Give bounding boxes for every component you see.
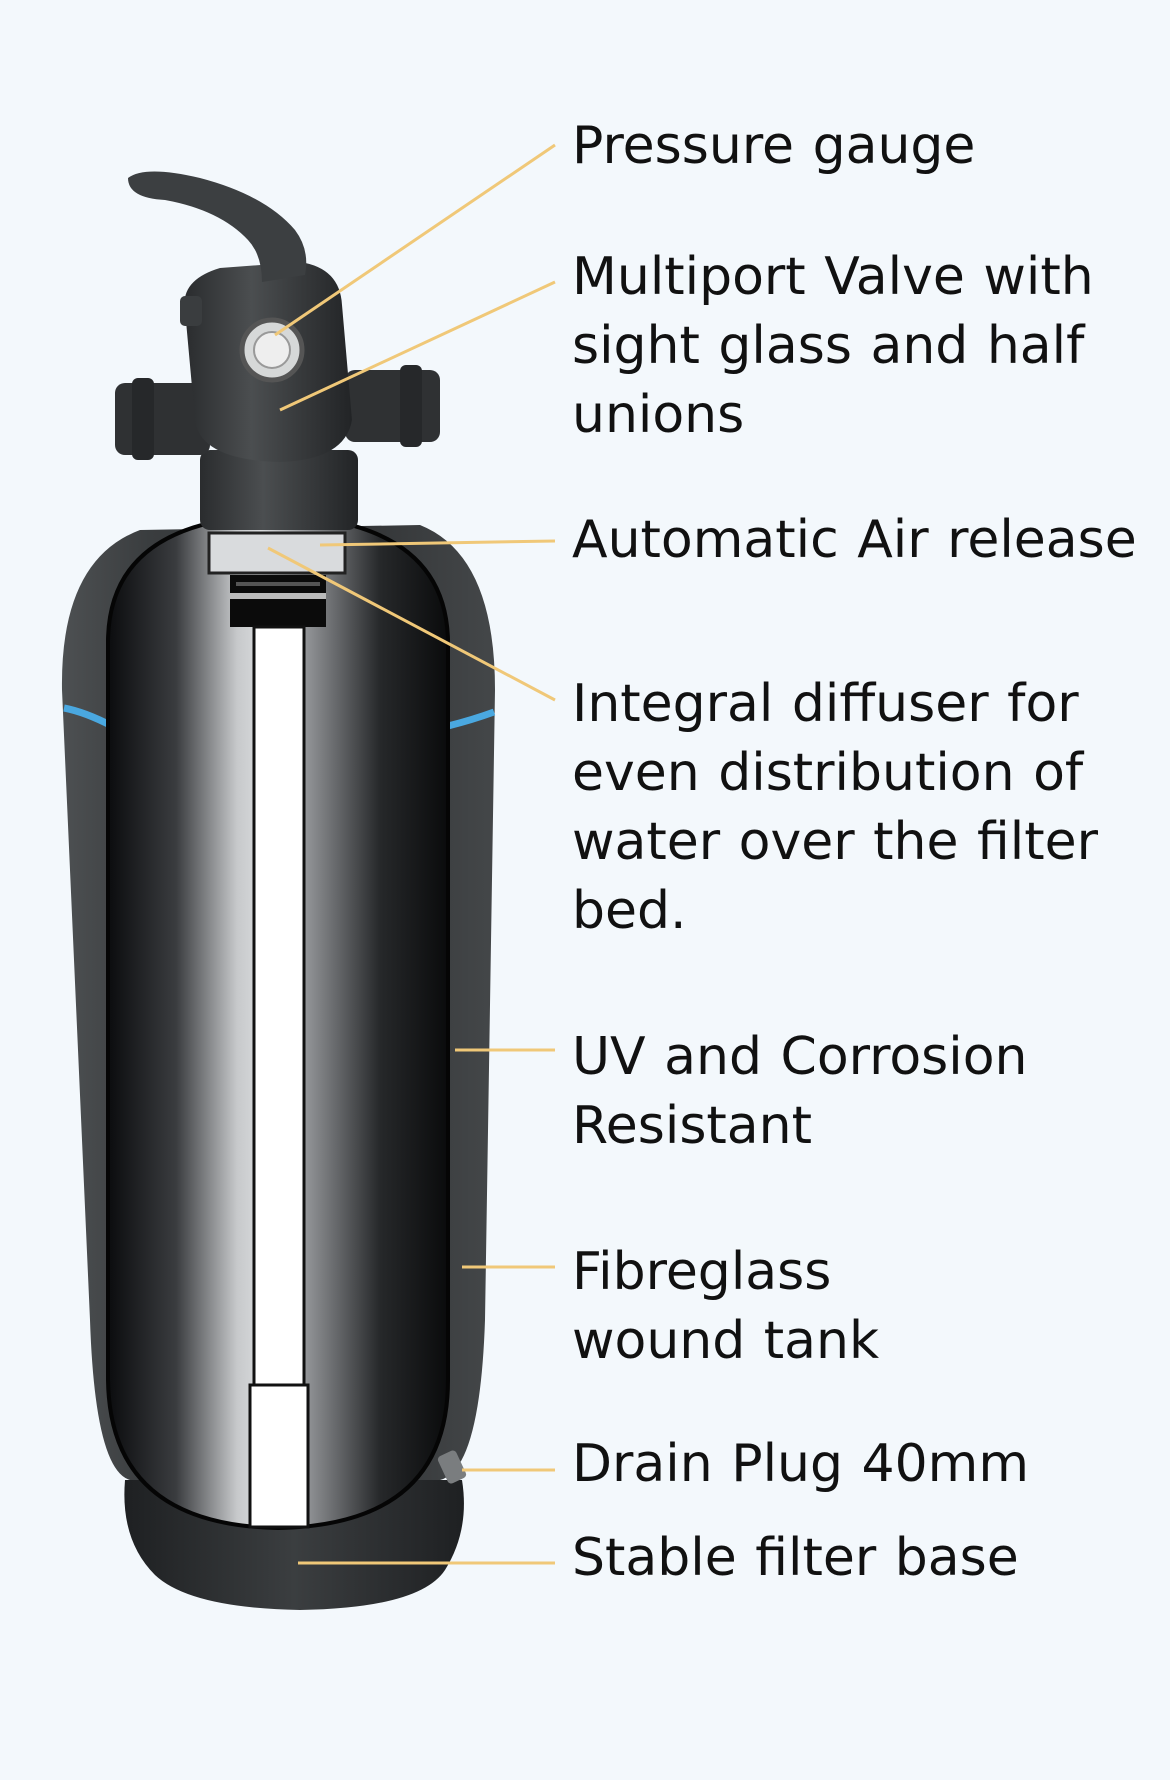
leader-air-release	[319, 539, 556, 547]
label-line: UV and Corrosion	[572, 1027, 1028, 1087]
label-pressure-gauge: Pressure gauge	[572, 112, 975, 181]
label-air-release: Automatic Air release	[572, 506, 1137, 575]
label-line: Multiport Valve with	[572, 247, 1094, 307]
label-line: Pressure gauge	[572, 116, 976, 176]
label-line: even distribution of	[572, 743, 1084, 803]
label-line: sight glass and half	[572, 316, 1085, 376]
label-drain-plug: Drain Plug 40mm	[572, 1430, 1029, 1499]
label-line: Resistant	[572, 1096, 813, 1156]
drain-plug	[437, 1450, 467, 1484]
label-diffuser: Integral diffuser for even distribution …	[572, 670, 1098, 946]
label-line: wound tank	[572, 1311, 880, 1371]
valve-port-right	[345, 370, 440, 442]
label-uv-resistant: UV and Corrosion Resistant	[572, 1023, 1027, 1161]
leader-lines	[267, 143, 556, 1565]
label-line: unions	[572, 385, 745, 445]
tank-blue-band-right	[447, 708, 496, 730]
label-line: Drain Plug 40mm	[572, 1434, 1029, 1494]
label-line: Integral diffuser for	[572, 674, 1079, 734]
label-line: bed.	[572, 881, 687, 941]
label-line: Automatic Air release	[572, 510, 1137, 570]
leader-diffuser	[267, 546, 556, 702]
valve-handle	[128, 171, 307, 282]
lateral-hub	[248, 1383, 310, 1529]
label-line: Fibreglass	[572, 1242, 832, 1302]
valve-neck	[200, 450, 358, 530]
label-line: Stable filter base	[572, 1528, 1019, 1588]
label-fibreglass-tank: Fibreglass wound tank	[572, 1238, 879, 1376]
label-multiport-valve: Multiport Valve with sight glass and hal…	[572, 243, 1094, 450]
leader-pressure-gauge	[274, 143, 556, 337]
label-line: water over the filter	[572, 812, 1098, 872]
leader-multiport-valve	[279, 280, 556, 412]
label-filter-base: Stable filter base	[572, 1524, 1019, 1593]
